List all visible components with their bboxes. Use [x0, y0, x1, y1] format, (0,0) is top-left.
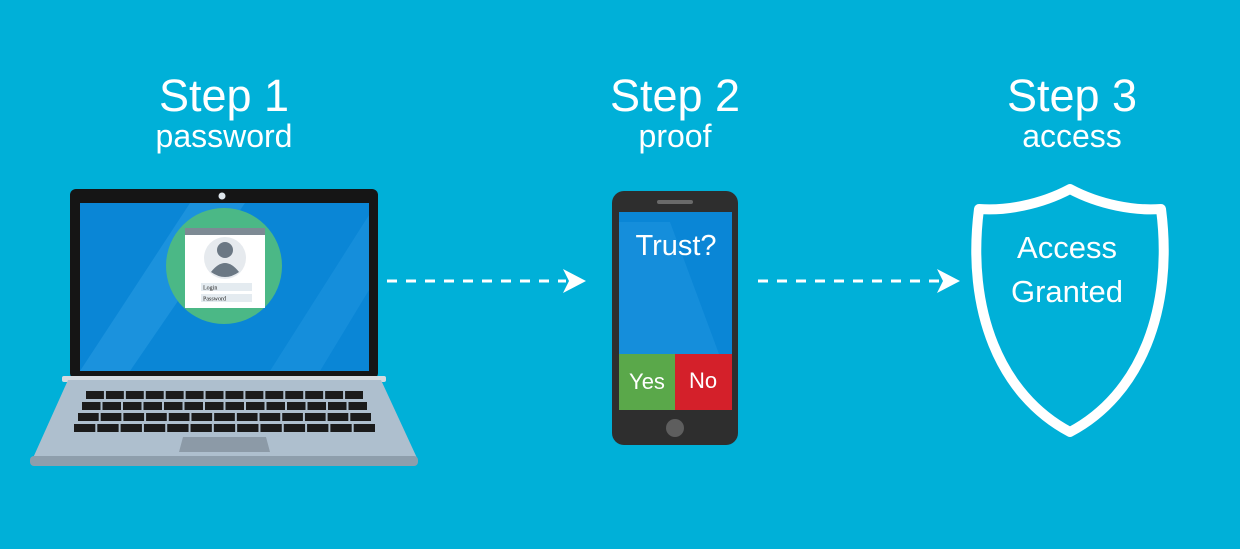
keyboard-key	[348, 402, 367, 410]
step-1-label: password	[155, 118, 293, 154]
keyboard-key	[191, 413, 213, 421]
keyboard-key	[145, 391, 164, 399]
keyboard-key	[285, 391, 304, 399]
keyboard-key	[213, 424, 236, 432]
arrow-step2-to-step3	[758, 269, 960, 293]
keyboard-key	[282, 413, 303, 421]
keyboard-key	[266, 402, 285, 410]
keyboard-key	[123, 413, 145, 421]
no-button[interactable]: No	[675, 354, 732, 410]
keyboard-key	[246, 402, 265, 410]
keyboard-key	[283, 424, 306, 432]
keyboard-key	[327, 413, 349, 421]
keyboard-key	[168, 413, 190, 421]
keyboard-key	[287, 402, 306, 410]
step-3-label: access	[1022, 118, 1122, 154]
keyboard-key	[307, 424, 329, 432]
password-label: Password	[203, 297, 226, 303]
login-label: Login	[203, 286, 217, 292]
keyboard-key	[146, 413, 167, 421]
step-2-heading: Step 2 proof	[575, 70, 775, 154]
keyboard-key	[353, 424, 375, 432]
keyboard-key	[105, 391, 124, 399]
step-1-heading: Step 1 password	[124, 70, 324, 154]
keyboard-key	[97, 424, 119, 432]
keyboard-key	[350, 413, 371, 421]
keyboard-key	[165, 391, 184, 399]
keyboard-key	[78, 413, 99, 421]
keyboard-key	[225, 402, 244, 410]
step-2-label: proof	[638, 118, 712, 154]
keyboard-key	[325, 391, 344, 399]
keyboard-key	[259, 413, 281, 421]
keyboard-key	[143, 402, 162, 410]
keyboard-key	[260, 424, 282, 432]
keyboard-key	[125, 391, 144, 399]
keyboard-key	[237, 424, 259, 432]
keyboard-key	[167, 424, 189, 432]
keyboard-key	[100, 413, 122, 421]
keyboard-key	[304, 413, 326, 421]
keyboard-key	[74, 424, 96, 432]
keyboard-key	[82, 402, 101, 410]
keyboard-key	[120, 424, 142, 432]
keyboard-key	[143, 424, 166, 432]
keyboard-key	[345, 391, 363, 399]
keyboard-key	[305, 391, 324, 399]
keyboard	[74, 391, 375, 432]
keyboard-key	[330, 424, 352, 432]
keyboard-key	[164, 402, 183, 410]
keyboard-key	[328, 402, 347, 410]
keyboard-key	[265, 391, 284, 399]
step-2-number: Step 2	[609, 70, 741, 121]
no-label: No	[689, 368, 717, 393]
step-3-number: Step 3	[1006, 70, 1138, 121]
access-granted-line1: Access	[1017, 230, 1117, 265]
keyboard-key	[307, 402, 326, 410]
access-granted-line2: Granted	[1011, 274, 1123, 309]
step-1-number: Step 1	[158, 70, 290, 121]
keyboard-key	[123, 402, 142, 410]
keyboard-key	[102, 402, 121, 410]
keyboard-key	[245, 391, 264, 399]
keyboard-key	[190, 424, 212, 432]
arrow-step1-to-step2	[387, 269, 586, 293]
user-avatar-icon	[204, 237, 246, 279]
login-card: Login Password	[166, 208, 282, 324]
yes-button[interactable]: Yes	[619, 354, 675, 410]
keyboard-key	[184, 402, 203, 410]
trust-prompt: Trust?	[635, 230, 716, 262]
step-3-heading: Step 3 access	[972, 70, 1172, 154]
keyboard-key	[205, 391, 224, 399]
shield-icon: Access Granted	[971, 184, 1169, 437]
keyboard-key	[214, 413, 235, 421]
keyboard-key	[205, 402, 224, 410]
keyboard-key	[225, 391, 244, 399]
yes-label: Yes	[629, 369, 665, 394]
laptop-icon: Login Password	[30, 189, 418, 466]
keyboard-key	[86, 391, 104, 399]
trackpad	[179, 437, 270, 452]
phone-icon: Trust? Yes No	[612, 191, 738, 445]
keyboard-key	[185, 391, 204, 399]
keyboard-key	[236, 413, 258, 421]
